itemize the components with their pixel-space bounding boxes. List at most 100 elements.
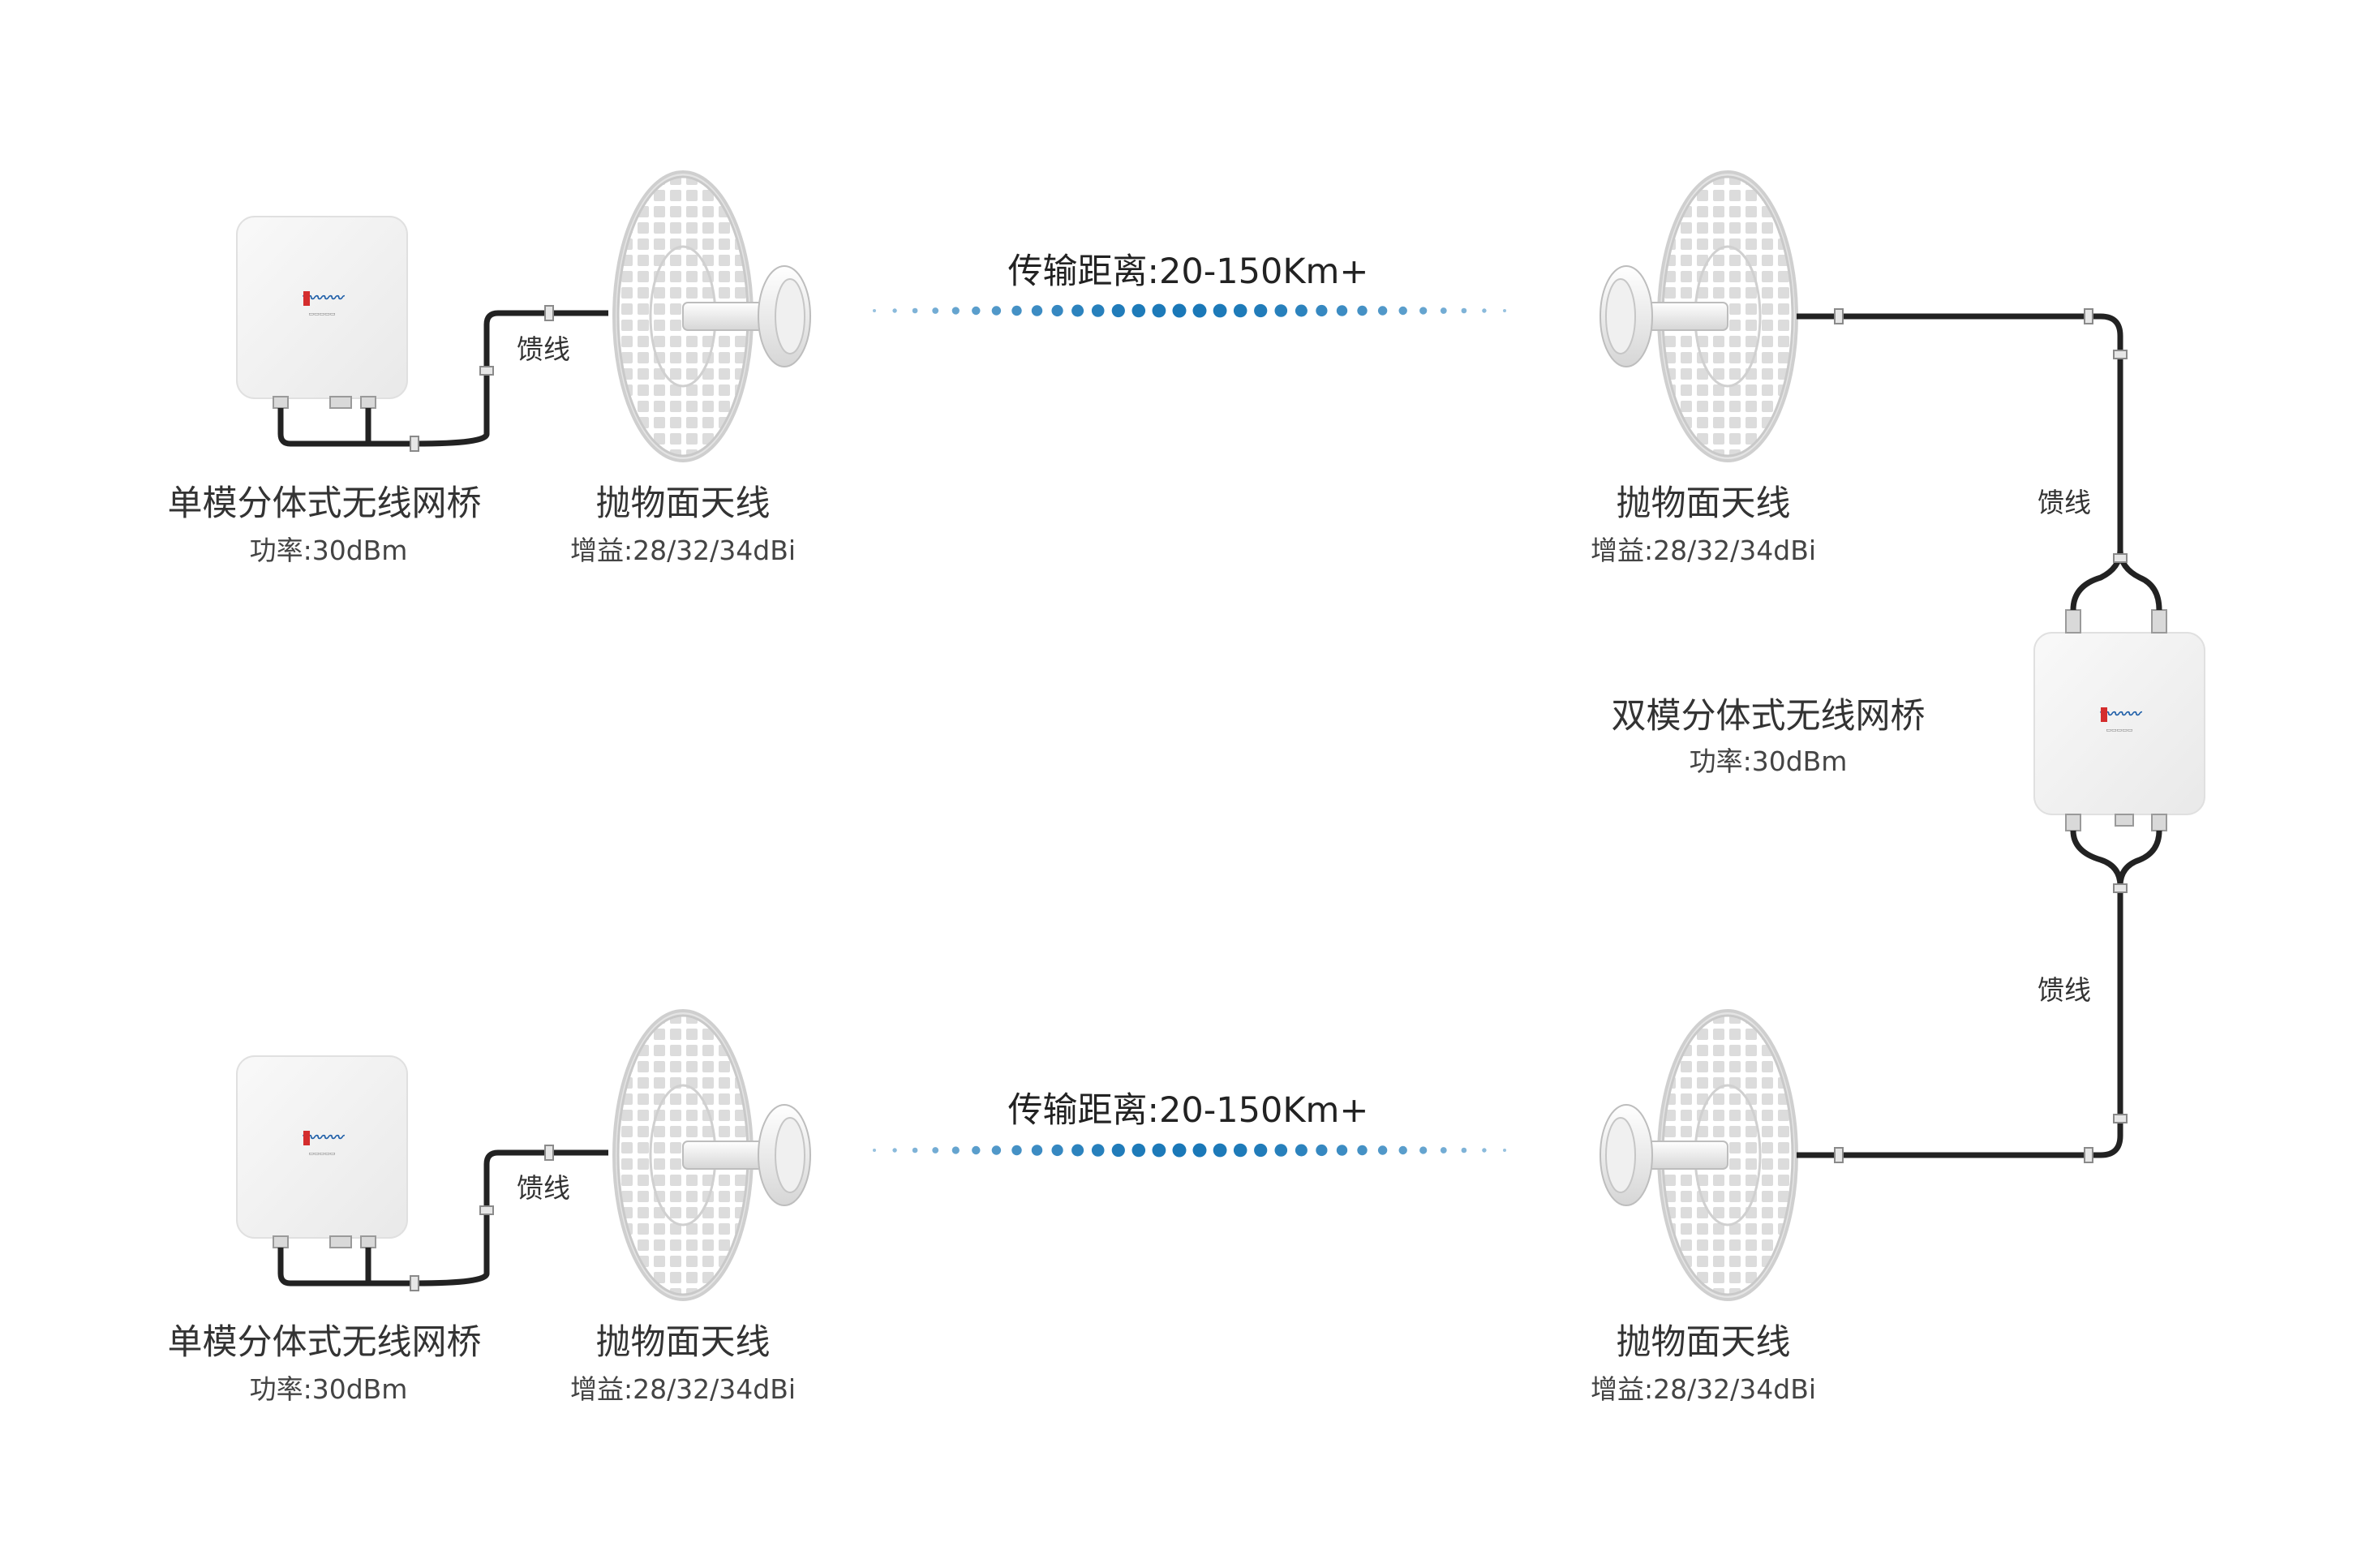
signal-dot (1111, 1143, 1125, 1158)
signal-dot (1461, 307, 1467, 314)
signal-dot (1192, 1143, 1207, 1158)
parabolic-antenna-bottom-left-icon (612, 1009, 812, 1301)
signal-dot (1172, 1143, 1187, 1158)
signal-dot (972, 1145, 981, 1155)
signal-dot (932, 1147, 939, 1153)
signal-dot (991, 306, 1002, 316)
antenna-spec-top-left: 增益:28/32/34dBi (569, 535, 797, 566)
signal-dot (1419, 1146, 1428, 1154)
single-bridge-name-top: 单模分体式无线网桥 (167, 483, 482, 524)
signal-dot (1503, 309, 1506, 312)
signal-dot (892, 1148, 897, 1153)
signal-dot (1031, 305, 1043, 316)
signal-dot (1274, 1144, 1288, 1157)
signal-dot (1152, 1143, 1166, 1158)
antenna-spec-bottom-right: 增益:28/32/34dBi (1590, 1373, 1817, 1405)
signal-dot (1398, 306, 1407, 316)
antenna-spec-top-right: 增益:28/32/34dBi (1590, 535, 1817, 566)
antenna-name-bottom-left: 抛物面天线 (595, 1322, 771, 1363)
signal-dot (1031, 1145, 1043, 1156)
signal-dot (1503, 1149, 1506, 1152)
antenna-name-top-left: 抛物面天线 (595, 483, 771, 524)
parabolic-antenna-top-right-icon (1600, 172, 1797, 461)
single-bridge-bottom-icon (236, 1055, 408, 1239)
dual-bridge-spec: 功率:30dBm (1689, 745, 1848, 777)
signal-dot (1419, 307, 1428, 315)
feeder-label-right-upper: 馈线 (2038, 487, 2091, 518)
signal-dot (1131, 1143, 1146, 1158)
signal-dot (1336, 1145, 1348, 1156)
signal-dot (951, 1146, 960, 1154)
signal-dot (1051, 1144, 1063, 1157)
signal-dot (1440, 1147, 1447, 1153)
signal-dot (1274, 304, 1288, 317)
signal-dot (932, 307, 939, 314)
signal-dot (1377, 306, 1388, 316)
signal-dot (1111, 303, 1125, 318)
feeder-cable-bottom-left (277, 1149, 608, 1287)
signal-dot (1131, 303, 1146, 318)
signal-dot (1192, 303, 1207, 318)
signal-dots-bottom-icon (873, 1143, 1506, 1158)
signal-dot (1071, 304, 1084, 317)
signal-dot (1233, 1143, 1247, 1158)
signal-dot (951, 307, 960, 315)
signal-dot (1213, 303, 1227, 318)
signal-dot (1316, 1144, 1328, 1157)
antenna-name-top-right: 抛物面天线 (1616, 483, 1791, 524)
signal-dot (1357, 1145, 1368, 1156)
link-distance-top: 传输距离:20-150Km+ (1007, 251, 1369, 292)
signal-dot (1357, 305, 1368, 316)
signal-dot (873, 1149, 876, 1152)
signal-dot (1377, 1145, 1388, 1155)
signal-dot (1172, 303, 1187, 318)
single-bridge-spec-top: 功率:30dBm (249, 535, 408, 566)
signal-dot (1482, 308, 1487, 313)
dual-bridge-name: 双模分体式无线网桥 (1611, 696, 1926, 737)
signal-dot (1091, 304, 1105, 317)
signal-dot (1091, 1144, 1105, 1157)
signal-dot (972, 306, 981, 316)
signal-dot (1482, 1148, 1487, 1153)
feeder-cable-bottom-right (1797, 830, 2162, 1158)
signal-dot (991, 1145, 1002, 1155)
signal-dot (912, 307, 918, 314)
signal-dot (1233, 303, 1247, 318)
single-bridge-top-icon (236, 216, 408, 399)
signal-dot (1011, 305, 1022, 316)
feeder-label-top-left: 馈线 (517, 333, 570, 365)
antenna-spec-bottom-left: 增益:28/32/34dBi (569, 1373, 797, 1405)
signal-dot (1254, 1143, 1268, 1158)
signal-dot (1295, 1144, 1308, 1157)
single-bridge-name-bottom: 单模分体式无线网桥 (167, 1322, 482, 1363)
signal-dot (1336, 305, 1348, 316)
signal-dot (1213, 1143, 1227, 1158)
signal-dot (1152, 303, 1166, 318)
parabolic-antenna-top-left-icon (612, 170, 812, 462)
signal-dot (1461, 1147, 1467, 1153)
feeder-cable-top-left (277, 310, 608, 447)
signal-dot (1051, 304, 1063, 317)
parabolic-antenna-bottom-right-icon (1600, 1011, 1797, 1300)
feeder-label-right-lower: 馈线 (2038, 974, 2091, 1006)
signal-dot (892, 308, 897, 313)
antenna-name-bottom-right: 抛物面天线 (1616, 1322, 1791, 1363)
signal-dot (1295, 304, 1308, 317)
bridge-connectors (273, 396, 376, 409)
signal-dot (1254, 303, 1268, 318)
feeder-label-bottom-left: 馈线 (517, 1172, 570, 1204)
signal-dot (1398, 1145, 1407, 1155)
bridge-connectors-bottom (273, 1235, 376, 1248)
signal-dot (1011, 1145, 1022, 1156)
signal-dot (873, 309, 876, 312)
dual-bridge-icon (2033, 632, 2205, 815)
signal-dot (1440, 307, 1447, 314)
signal-dot (912, 1147, 918, 1153)
single-bridge-spec-bottom: 功率:30dBm (249, 1373, 408, 1405)
link-distance-bottom: 传输距离:20-150Km+ (1007, 1090, 1369, 1131)
signal-dots-top-icon (873, 303, 1506, 318)
signal-dot (1071, 1144, 1084, 1157)
signal-dot (1316, 304, 1328, 317)
feeder-cable-top-right (1797, 313, 2162, 611)
